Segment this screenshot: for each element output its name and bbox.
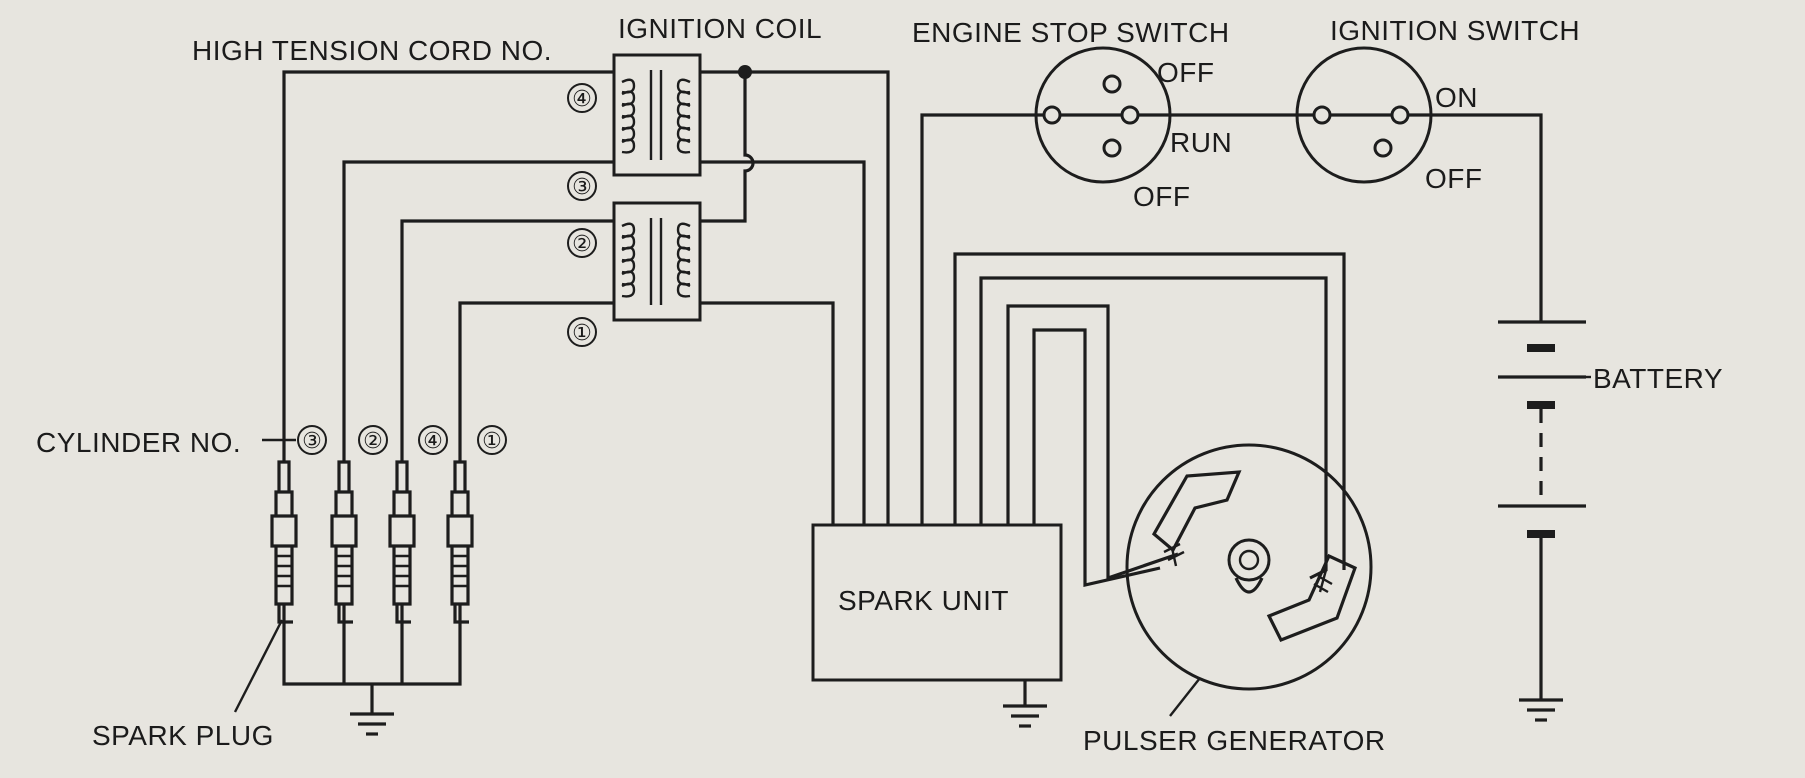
cylinder-number-1: ① — [477, 425, 507, 455]
spark-unit-label: SPARK UNIT — [838, 585, 1009, 616]
stop-switch-off-bottom-label: OFF — [1133, 181, 1191, 212]
coil-common-wire — [700, 72, 755, 223]
cylinder-no-label: CYLINDER NO. — [36, 427, 241, 458]
ignition-switch-on-label: ON — [1435, 82, 1478, 113]
cylinder-number-1-text: ① — [482, 429, 502, 454]
cord-number-3: ③ — [567, 171, 597, 201]
cord-number-4-text: ④ — [572, 87, 592, 112]
cylinder-number-2: ② — [358, 425, 388, 455]
cylinder-number-3-text: ③ — [302, 429, 322, 454]
stop-switch-run-label: RUN — [1170, 127, 1232, 158]
high-tension-cord-3 — [342, 160, 614, 462]
cord-number-1-text: ① — [572, 321, 592, 346]
pulser-wire-3 — [1006, 304, 1179, 581]
ignition-coil-label: IGNITION COIL — [618, 13, 822, 44]
cylinder-number-4: ④ — [418, 425, 448, 455]
stop-switch-off-top-label: OFF — [1157, 57, 1215, 88]
pulser-generator-leader-line — [1169, 677, 1201, 717]
ignition-switch-label: IGNITION SWITCH — [1330, 15, 1580, 46]
coil-upper-primary-wire — [700, 70, 890, 525]
high-tension-cord-1 — [458, 301, 614, 462]
ignition-switch-off-label: OFF — [1425, 163, 1483, 194]
spark-plug-leader-line — [233, 619, 284, 713]
spark-plug-cyl1 — [446, 460, 474, 624]
cylinder-number-4-text: ④ — [423, 429, 443, 454]
spark-plug-label: SPARK PLUG — [92, 720, 274, 751]
cord-number-2-text: ② — [572, 232, 592, 257]
coil-upper-return-wire — [700, 160, 866, 525]
high-tension-cord-2 — [400, 219, 614, 462]
cord-number-1: ① — [567, 317, 597, 347]
spark-plug-cyl4 — [388, 460, 416, 624]
cord-number-4: ④ — [567, 83, 597, 113]
engine-stop-switch — [1034, 46, 1172, 184]
pulser-generator-label: PULSER GENERATOR — [1083, 725, 1386, 756]
ignition-to-battery-wire — [1408, 113, 1543, 322]
ignition-coil-upper — [612, 53, 702, 177]
pulser-generator — [1125, 443, 1373, 691]
cylinder-number-3: ③ — [297, 425, 327, 455]
engine-stop-switch-label: ENGINE STOP SWITCH — [912, 17, 1230, 48]
cylinder-number-2-text: ② — [363, 429, 383, 454]
high-tension-cord-4 — [282, 70, 614, 462]
plug-ground-symbol — [350, 684, 394, 736]
ignition-coil-lower — [612, 201, 702, 322]
spark-unit-box — [811, 523, 1063, 682]
spark-unit-to-stop-switch-wire — [920, 113, 1050, 525]
battery-symbol — [1498, 320, 1586, 722]
coil-lower-primary-wire — [700, 301, 835, 525]
spark-unit-ground-symbol — [1003, 680, 1047, 728]
cord-number-2: ② — [567, 228, 597, 258]
pulser-wire-1 — [953, 252, 1346, 570]
pulser-wire-4 — [1032, 328, 1161, 588]
spark-plug-cyl3 — [270, 460, 298, 624]
high-tension-cord-label: HIGH TENSION CORD NO. — [192, 35, 552, 66]
cord-number-3-text: ③ — [572, 175, 592, 200]
battery-label: BATTERY — [1593, 363, 1723, 394]
spark-plug-cyl2 — [330, 460, 358, 624]
plug-ground-rail — [282, 604, 462, 686]
